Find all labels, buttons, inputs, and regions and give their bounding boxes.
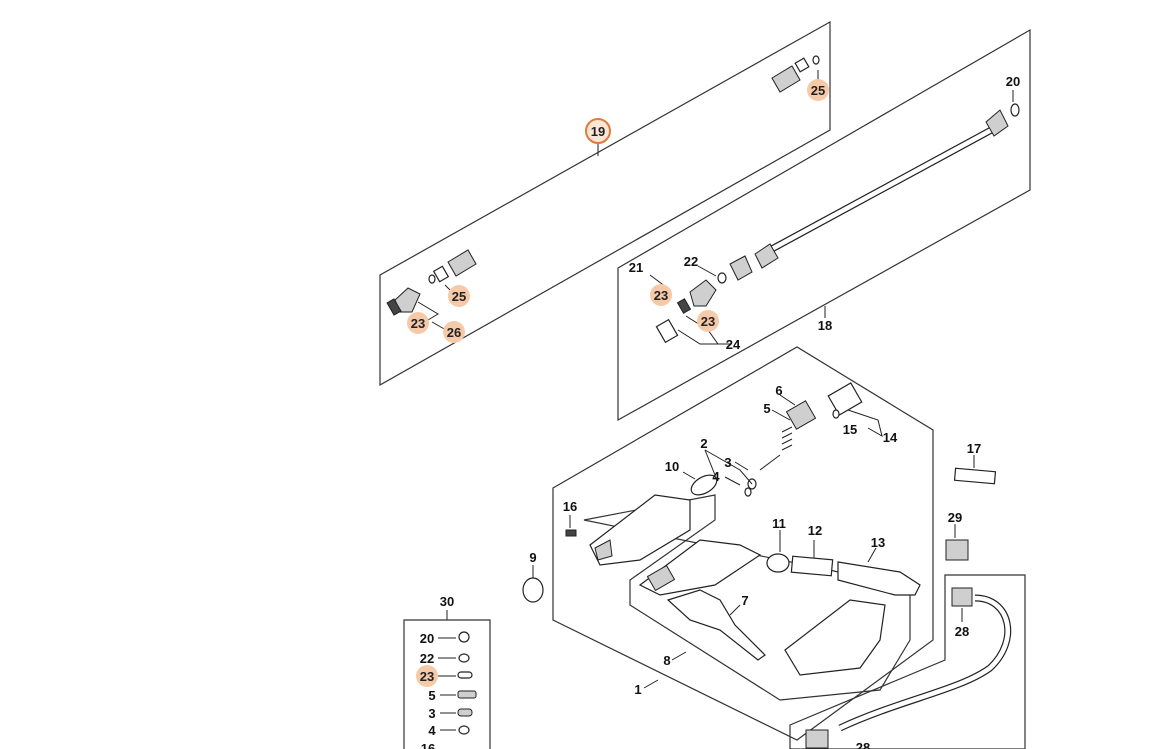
label-21: 21 <box>629 260 643 275</box>
label-28: 28 <box>955 624 969 639</box>
label-9: 9 <box>529 550 536 565</box>
panel-frame-hose-28 <box>789 574 1026 749</box>
badge-25-left <box>448 285 470 307</box>
badge-23-left <box>407 312 429 334</box>
label-12: 12 <box>808 523 822 538</box>
label-17: 17 <box>967 441 981 456</box>
hose-coupling-28 <box>951 587 973 607</box>
label-29: 29 <box>948 510 962 525</box>
label-28-bottom: 28 <box>856 740 870 749</box>
ring-9 <box>522 577 544 603</box>
nozzle-tip-24 <box>655 318 679 344</box>
label-6: 6 <box>775 383 782 398</box>
panel-spray-gun: 1 2 3 4 5 6 7 8 9 10 11 12 13 14 15 16 <box>522 346 934 741</box>
lance18-nut <box>729 255 753 281</box>
label-30: 30 <box>440 594 454 609</box>
lance-nut-left <box>447 249 477 277</box>
label-3: 3 <box>724 455 731 470</box>
clip-14 <box>827 382 863 416</box>
hose-coupling-28b <box>805 729 829 749</box>
badge-23-r1 <box>650 284 672 306</box>
label-4: 4 <box>712 469 720 484</box>
kit-label-22: 22 <box>420 651 434 666</box>
panel-lance-18: 20 21 22 18 24 23 23 <box>617 28 1031 422</box>
kit-30-frame <box>403 619 491 749</box>
screw-16 <box>565 529 577 537</box>
lance-nut-right <box>771 65 801 93</box>
badge-25-top <box>807 79 829 101</box>
label-10: 10 <box>665 459 679 474</box>
label-7: 7 <box>741 593 748 608</box>
kit-label-23: 23 <box>420 669 434 684</box>
badge-26 <box>443 321 465 343</box>
label-20: 20 <box>1006 74 1020 89</box>
panel-frame-lance-18 <box>617 28 1031 422</box>
angle-nozzle-right <box>689 279 717 307</box>
kit-30: 30 20 22 23 5 3 4 16 <box>403 594 491 749</box>
kit-badge-23 <box>416 665 438 687</box>
kit-label-20: 20 <box>420 631 434 646</box>
label-23-r1: 23 <box>654 288 668 303</box>
seal-ring-11 <box>766 553 790 573</box>
right-side-parts: 17 29 28 28 <box>789 441 1026 749</box>
badge-23-r2 <box>697 310 719 332</box>
label-19: 19 <box>591 124 605 139</box>
label-2: 2 <box>700 436 707 451</box>
label-25-top: 25 <box>811 83 825 98</box>
tube-12 <box>790 555 834 577</box>
panel-frame-gun-1 <box>552 346 934 741</box>
kit-label-16: 16 <box>421 741 435 749</box>
label-26: 26 <box>447 325 461 340</box>
nozzle-cover-13 <box>837 561 921 596</box>
label-13: 13 <box>871 535 885 550</box>
lance18-coupling <box>754 243 779 269</box>
label-1: 1 <box>634 682 641 697</box>
label-25-left: 25 <box>452 289 466 304</box>
part-29 <box>945 539 969 561</box>
panel-frame-lance-19 <box>379 20 831 387</box>
kit-label-5: 5 <box>428 688 435 703</box>
label-23-r2: 23 <box>701 314 715 329</box>
kit-label-4: 4 <box>428 723 436 738</box>
o-ring-10 <box>690 474 718 496</box>
lance18-tip <box>985 109 1009 137</box>
label-5: 5 <box>763 401 770 416</box>
label-15: 15 <box>843 422 857 437</box>
label-23-left: 23 <box>411 316 425 331</box>
grip-shell <box>784 599 886 676</box>
valve-nut-6 <box>785 400 817 430</box>
badge-19 <box>585 118 611 144</box>
part-17 <box>953 467 997 485</box>
kit-label-3: 3 <box>428 706 435 721</box>
gun-housing-half-a <box>589 494 691 566</box>
label-8: 8 <box>663 653 670 668</box>
label-22: 22 <box>684 254 698 269</box>
label-16: 16 <box>563 499 577 514</box>
panel-lance-19: 19 25 25 23 26 <box>379 20 831 387</box>
label-14: 14 <box>883 430 898 445</box>
label-18: 18 <box>818 318 832 333</box>
label-11: 11 <box>772 516 786 531</box>
label-24: 24 <box>726 337 741 352</box>
trigger-7 <box>666 589 766 661</box>
